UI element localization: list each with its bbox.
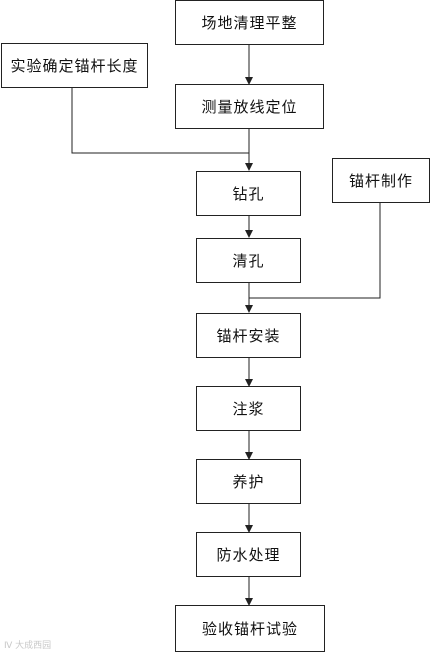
line-determine-length-branch xyxy=(71,88,249,154)
step-acceptance-test: 验收锚杆试验 xyxy=(175,605,325,652)
step-determine-anchor-length: 实验确定锚杆长度 xyxy=(1,43,148,88)
watermark: Ⅳ 大成西园 xyxy=(4,641,52,651)
step-site-clearing: 场地清理平整 xyxy=(175,0,324,45)
step-waterproofing: 防水处理 xyxy=(196,532,301,577)
step-survey-positioning: 测量放线定位 xyxy=(175,84,324,129)
step-drilling: 钻孔 xyxy=(196,171,301,216)
step-hole-cleaning: 清孔 xyxy=(196,238,301,283)
line-fabrication-branch xyxy=(249,203,381,299)
step-grouting: 注浆 xyxy=(196,386,301,431)
step-anchor-installation: 锚杆安装 xyxy=(196,313,301,358)
step-curing: 养护 xyxy=(196,459,301,504)
step-anchor-fabrication: 锚杆制作 xyxy=(332,158,430,203)
